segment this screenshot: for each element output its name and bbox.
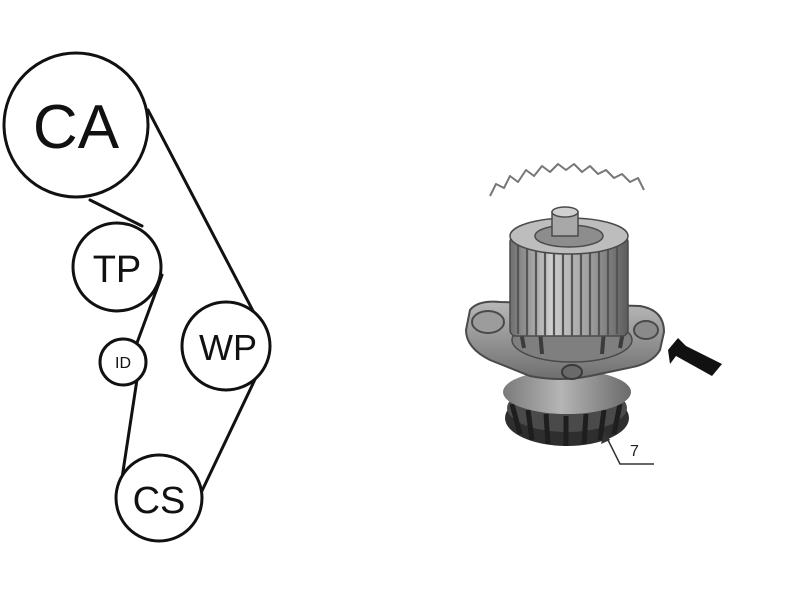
callout-arrowhead-icon bbox=[601, 432, 610, 444]
callout-leader-line bbox=[603, 431, 654, 465]
pulley-camshaft: CA bbox=[2, 51, 150, 199]
pulley-cs-circle bbox=[114, 453, 204, 543]
callout-number: 7 bbox=[630, 443, 639, 460]
rotation-direction-arrow-icon bbox=[668, 338, 722, 376]
pulley-ca-circle bbox=[2, 51, 150, 199]
pulley-water-pump: WP bbox=[180, 300, 272, 392]
pulley-wp-circle bbox=[180, 300, 272, 392]
belt-segment-cs-id bbox=[120, 371, 140, 480]
pulley-crankshaft: CS bbox=[114, 453, 204, 543]
pulley-idler: ID bbox=[98, 337, 148, 387]
belt-segment-ca-wp bbox=[146, 108, 265, 332]
pulley-tp-label: TP bbox=[93, 249, 142, 291]
pulley-ca-label: CA bbox=[33, 93, 120, 162]
belt-segment-tp-ca bbox=[88, 198, 144, 228]
pulley-id-circle bbox=[98, 337, 148, 387]
impeller-housing bbox=[503, 370, 631, 446]
pump-sprocket bbox=[509, 206, 629, 337]
pulley-wp-label: WP bbox=[199, 327, 257, 368]
pulley-cs-label: CS bbox=[133, 480, 186, 522]
belt-diagram: CA TP ID WP CS bbox=[2, 51, 272, 543]
pulley-tensioner: TP bbox=[71, 221, 163, 313]
gasket-squiggle bbox=[489, 163, 645, 197]
water-pump-drawing: 7 bbox=[464, 163, 722, 465]
flange-bolt-hole-right bbox=[633, 320, 659, 340]
pulley-id-label: ID bbox=[115, 355, 131, 372]
flange-bolt-hole-left bbox=[471, 310, 505, 334]
flange-bolt-hole-front bbox=[561, 364, 583, 380]
part-callout: 7 bbox=[601, 431, 654, 465]
pulley-tp-circle bbox=[71, 221, 163, 313]
